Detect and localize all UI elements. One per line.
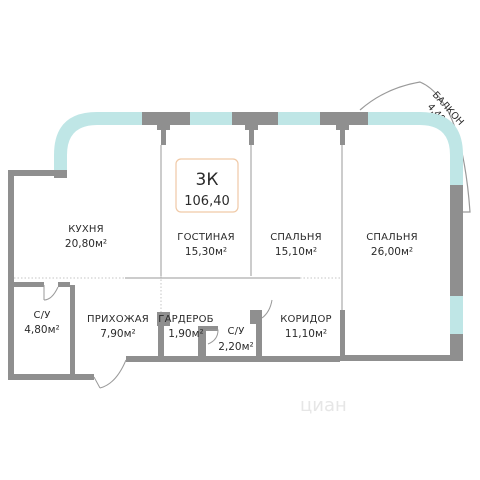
room-label: КУХНЯ [68,224,104,235]
room-label: КОРИДОР [280,314,332,325]
watermark: циан [300,395,347,416]
window-right-lower [450,296,463,334]
room-wardrobe: ГАРДЕРОБ 1,90м² [158,314,213,340]
room-label: СПАЛЬНЯ [270,232,322,243]
room-label: ГАРДЕРОБ [158,314,213,325]
room-area: 11,10м² [285,328,327,340]
room-area: 20,80м² [65,238,107,250]
room-label: ГОСТИНАЯ [177,232,234,243]
room-living: ГОСТИНАЯ 15,30м² [177,232,234,258]
room-bedroom-1: СПАЛЬНЯ 15,10м² [270,232,322,258]
room-bathroom-2: С/У 2,20м² [218,326,254,353]
room-kitchen: КУХНЯ 20,80м² [65,224,107,250]
doors [43,285,273,389]
room-corridor: КОРИДОР 11,10м² [280,314,332,340]
room-area: 4,80м² [24,324,60,336]
walls [8,112,463,380]
window-bedroom1 [278,112,320,125]
room-bathroom-1: С/У 4,80м² [24,310,60,336]
room-label: СПАЛЬНЯ [366,232,418,243]
room-label: ПРИХОЖАЯ [87,314,149,325]
room-label: С/У [227,326,244,337]
apartment-type: 3К [196,170,219,190]
room-area: 7,90м² [100,328,136,340]
window-living [190,112,232,125]
room-area: 15,30м² [185,246,227,258]
room-label: С/У [33,310,50,321]
window-corner-left [54,112,142,172]
room-hall: ПРИХОЖАЯ 7,90м² [87,314,149,340]
thin-partitions [125,145,343,310]
apartment-badge [175,158,239,213]
apartment-area: 106,40 [184,194,230,209]
dotted-zones [14,276,342,312]
room-area: 1,90м² [168,328,204,340]
room-area: 26,00м² [371,246,413,258]
room-bedroom-2: СПАЛЬНЯ 26,00м² [366,232,418,258]
room-area: 2,20м² [218,341,254,353]
room-area: 15,10м² [275,246,317,258]
window-corner-right [368,112,463,185]
